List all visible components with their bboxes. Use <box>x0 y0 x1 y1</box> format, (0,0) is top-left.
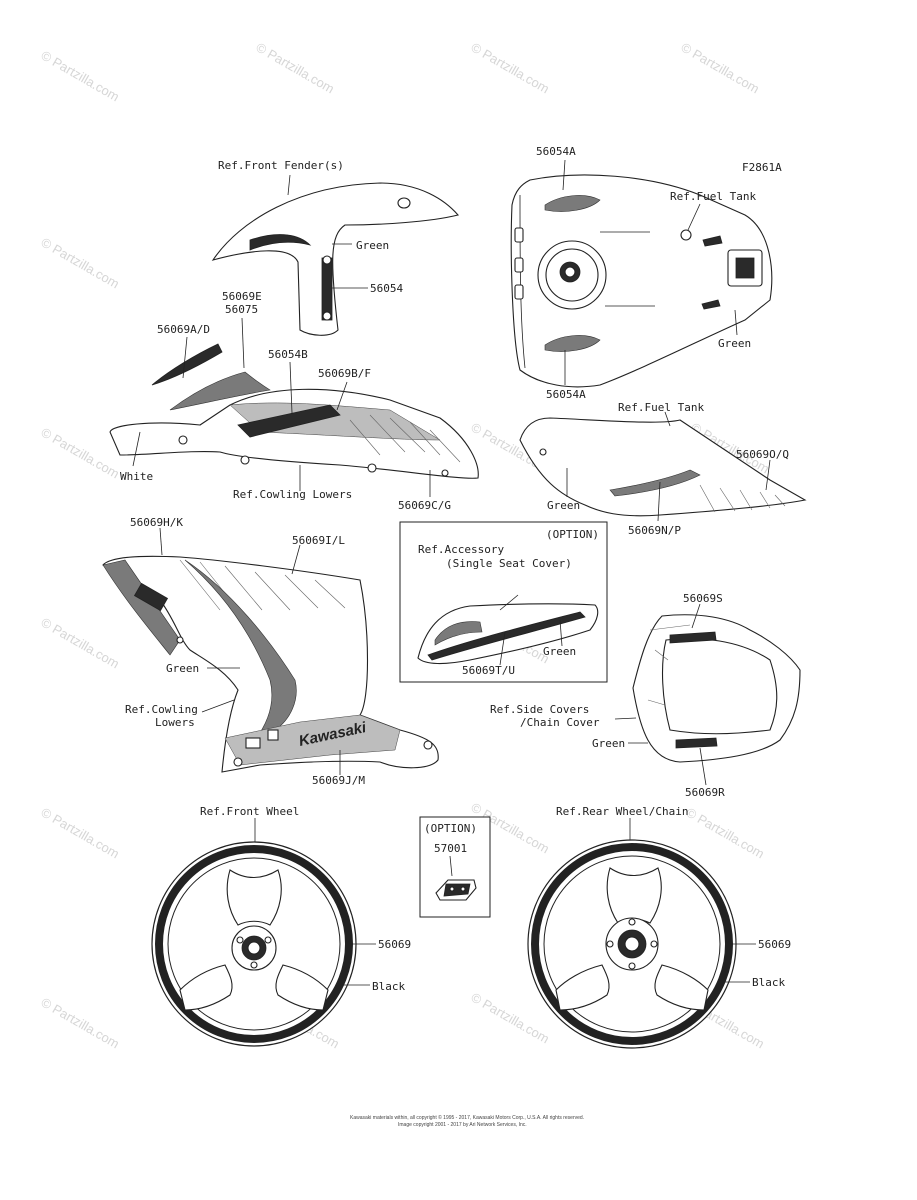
watermark: © Partzilla.com <box>254 40 337 97</box>
watermark: © Partzilla.com <box>469 40 552 97</box>
watermark: © Partzilla.com <box>39 615 122 672</box>
label-option1-ref-accessory: Ref.Accessory <box>418 543 504 556</box>
label-option1-56069tu: 56069T/U <box>462 664 515 677</box>
watermark: © Partzilla.com <box>39 48 122 105</box>
watermark: © Partzilla.com <box>39 425 122 482</box>
label-tank-green: Green <box>718 337 751 350</box>
label-option2-57001: 57001 <box>434 842 467 855</box>
watermark: © Partzilla.com <box>469 990 552 1047</box>
label-ref-front-fender: Ref.Front Fender(s) <box>218 159 344 172</box>
option-57001-box <box>419 816 491 918</box>
label-seat-56069r: 56069R <box>685 786 725 799</box>
label-upper-ref-cowling-lowers: Ref.Cowling Lowers <box>233 488 352 501</box>
watermark: © Partzilla.com <box>39 805 122 862</box>
label-upper-56069ad: 56069A/D <box>157 323 210 336</box>
label-rear-black: Black <box>752 976 785 989</box>
label-lower-56069jm: 56069J/M <box>312 774 365 787</box>
label-front-black: Black <box>372 980 405 993</box>
figure-code: F2861A <box>742 161 782 174</box>
label-ref-fuel-tank-side: Ref.Fuel Tank <box>618 401 704 414</box>
label-side-green: Green <box>547 499 580 512</box>
option-seat-cover-box <box>399 521 608 683</box>
label-rear-56069: 56069 <box>758 938 791 951</box>
label-upper-56069cg: 56069C/G <box>398 499 451 512</box>
label-side-56069np: 56069N/P <box>628 524 681 537</box>
rear-wheel <box>527 818 756 1049</box>
side-cover <box>519 411 807 522</box>
label-ref-rear-wheel: Ref.Rear Wheel/Chain <box>556 805 688 818</box>
watermark: © Partzilla.com <box>39 235 122 292</box>
label-lower-lowers: Lowers <box>155 716 195 729</box>
label-lower-56069hk: 56069H/K <box>130 516 183 529</box>
label-option1-green: Green <box>543 645 576 658</box>
label-option2-title: (OPTION) <box>424 822 477 835</box>
label-seat-chain-cover: /Chain Cover <box>520 716 600 729</box>
label-seat-green: Green <box>592 737 625 750</box>
label-upper-56075: 56075 <box>225 303 258 316</box>
footer-line-2: Image copyright 2001 - 2017 by Ari Netwo… <box>398 1122 527 1128</box>
fuel-tank <box>510 159 773 388</box>
label-lower-56069il: 56069I/L <box>292 534 345 547</box>
upper-cowling <box>109 317 479 497</box>
label-lower-green: Green <box>166 662 199 675</box>
lower-fairing: Kawasaki <box>102 527 439 775</box>
label-tank-56054a-bottom: 56054A <box>546 388 586 401</box>
watermark: © Partzilla.com <box>469 800 552 857</box>
label-seat-ref-side-covers: Ref.Side Covers <box>490 703 589 716</box>
label-ref-fuel-tank-top: Ref.Fuel Tank <box>670 190 756 203</box>
label-upper-white: White <box>120 470 153 483</box>
label-option1-title: (OPTION) <box>546 528 599 541</box>
label-fender-green: Green <box>356 239 389 252</box>
watermark: © Partzilla.com <box>684 805 767 862</box>
label-seat-56069s: 56069S <box>683 592 723 605</box>
label-upper-56054b: 56054B <box>268 348 308 361</box>
label-tank-56054a-top: 56054A <box>536 145 576 158</box>
label-ref-front-wheel: Ref.Front Wheel <box>200 805 299 818</box>
label-fender-56054: 56054 <box>370 282 403 295</box>
label-side-56069oq: 56069O/Q <box>736 448 789 461</box>
label-lower-ref-cowling: Ref.Cowling <box>125 703 198 716</box>
label-upper-56069bf: 56069B/F <box>318 367 371 380</box>
seat-cowl <box>614 603 801 786</box>
front-fender <box>211 174 460 336</box>
watermark: © Partzilla.com <box>679 40 762 97</box>
label-option1-single-seat: (Single Seat Cover) <box>446 557 572 570</box>
label-front-56069: 56069 <box>378 938 411 951</box>
front-wheel <box>151 818 376 1047</box>
watermark: © Partzilla.com <box>39 995 122 1052</box>
footer-line-1: Kawasaki materials within, all copyright… <box>350 1114 584 1121</box>
label-upper-56069e: 56069E <box>222 290 262 303</box>
